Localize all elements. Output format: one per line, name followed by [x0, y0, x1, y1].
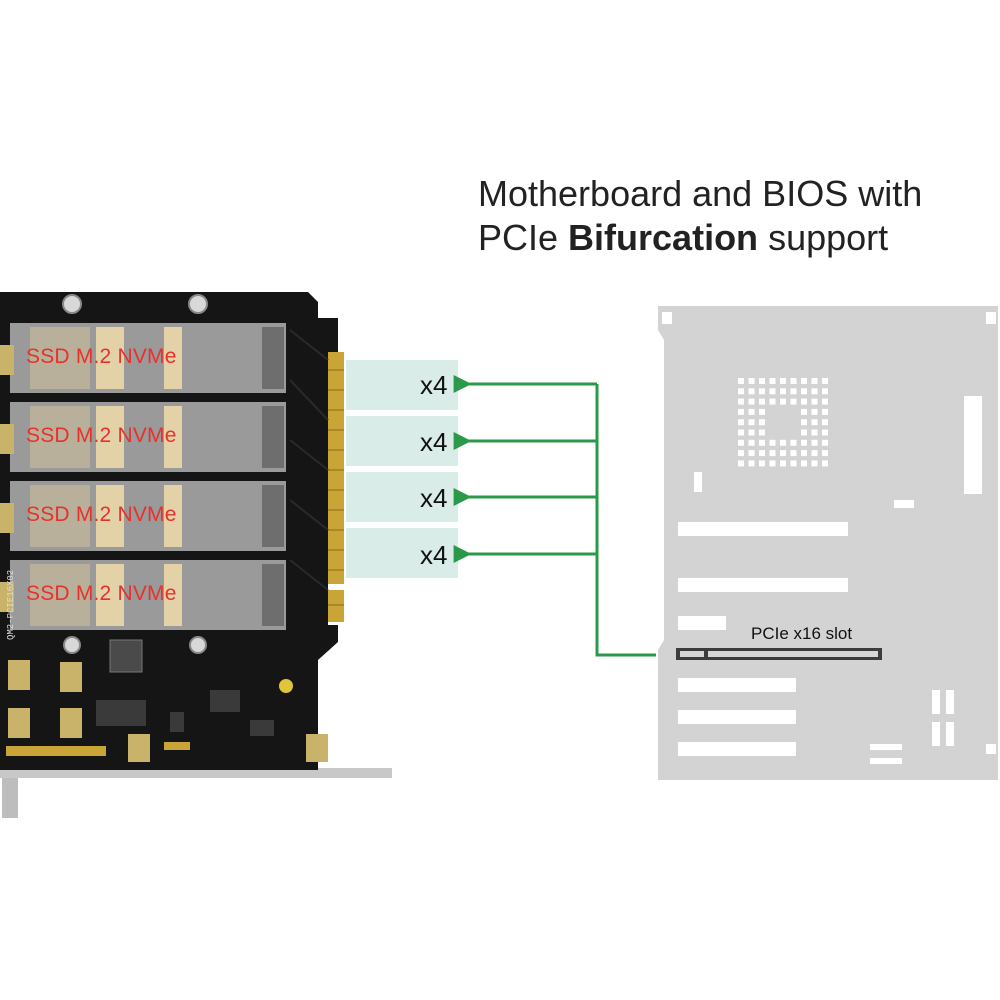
ssd-label-1: SSD M.2 NVMe — [26, 345, 177, 368]
lane-label-1: x4 — [420, 370, 448, 400]
lane-band-1 — [346, 360, 458, 410]
pcie-slot-label: PCIe x16 slot — [751, 624, 853, 643]
lane-label-3: x4 — [420, 483, 448, 513]
title-line-1: Motherboard and BIOS with — [478, 173, 923, 214]
ssd-label-2: SSD M.2 NVMe — [26, 424, 177, 447]
title-line-2: PCIe Bifurcation support — [478, 216, 922, 260]
ssd-module-1 — [0, 323, 286, 393]
ssd-module-4 — [0, 560, 286, 630]
ssd-module-2 — [0, 402, 286, 472]
cpu-pin-grid — [738, 378, 828, 467]
ssd-label-3: SSD M.2 NVMe — [26, 503, 177, 526]
lane-band-4 — [346, 528, 458, 578]
card-bracket-foot — [2, 778, 18, 818]
ssd-label-4: SSD M.2 NVMe — [26, 582, 177, 605]
trunk-line — [595, 384, 656, 657]
lane-band-3 — [346, 472, 458, 522]
memory-slot — [964, 396, 982, 494]
title-prefix: PCIe — [478, 217, 569, 258]
diagram-title: Motherboard and BIOS with PCIe Bifurcati… — [478, 172, 922, 260]
card-bracket — [0, 768, 392, 778]
inductor — [109, 639, 143, 673]
lane-label-2: x4 — [420, 427, 448, 457]
lane-label-4: x4 — [420, 540, 448, 570]
ssd-module-3 — [0, 481, 286, 551]
lane-band-2 — [346, 416, 458, 466]
title-suffix: support — [758, 217, 889, 258]
title-bold: Bifurcation — [568, 217, 759, 258]
